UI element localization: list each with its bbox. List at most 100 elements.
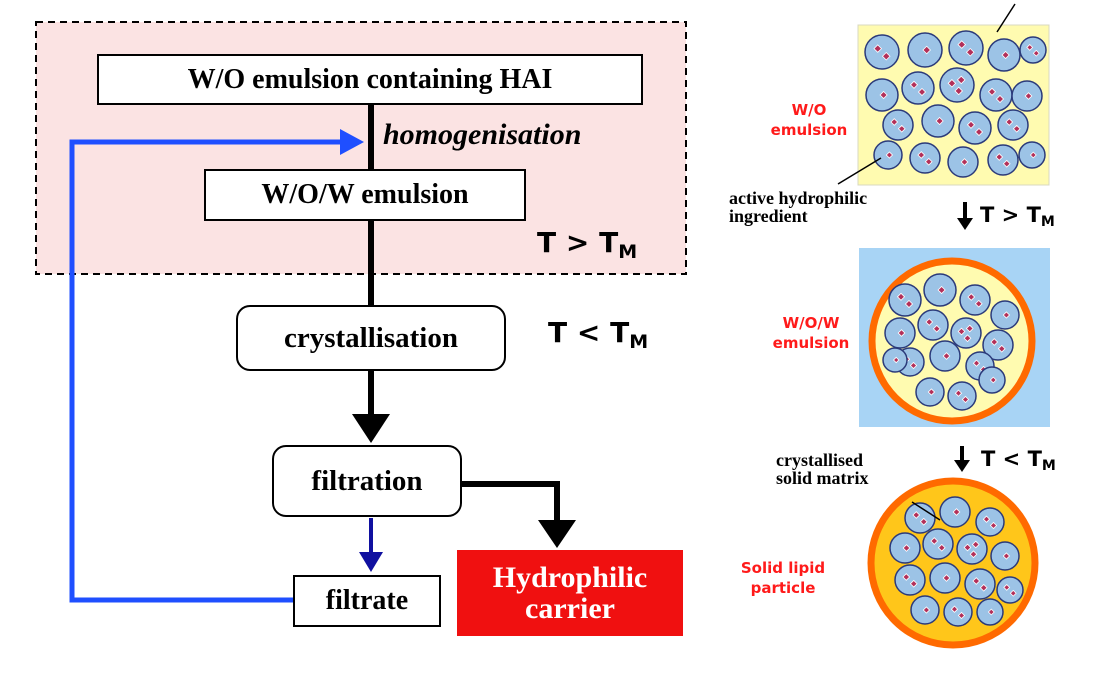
- water-droplet: [904, 502, 936, 534]
- cryst-line-2: solid matrix: [776, 468, 869, 488]
- hai-particle: [873, 44, 883, 53]
- water-droplet: [888, 283, 922, 317]
- hai-particle: [965, 47, 975, 57]
- crystallisation-label: crystallisation: [284, 321, 458, 354]
- hai-particle: [919, 517, 928, 526]
- cond-t: T: [548, 316, 568, 349]
- cond-op: <: [1002, 447, 1021, 471]
- hai-particle: [963, 334, 972, 343]
- hai-particle: [963, 543, 972, 552]
- water-droplet: [894, 564, 926, 596]
- hai-particle: [885, 151, 894, 159]
- crystallisation-box: crystallisation: [236, 305, 506, 371]
- wow-emulsion-box-label: W/O/W emulsion: [261, 179, 469, 210]
- cond-tm: T: [610, 316, 630, 349]
- water-droplet: [922, 528, 954, 560]
- hai-particle: [1002, 552, 1011, 560]
- cond-op: >: [1001, 203, 1020, 227]
- hai-particle: [896, 292, 906, 301]
- wow-emulsion-box: W/O/W emulsion: [204, 169, 526, 221]
- temp-arrow-2-head: [954, 460, 970, 472]
- condition-above-melting: T > TM: [537, 226, 637, 263]
- filtrate-label: filtrate: [325, 585, 409, 616]
- hai-particle: [1012, 124, 1021, 133]
- hai-particle: [1003, 583, 1011, 591]
- crystallised-matrix-label: crystallised solid matrix: [776, 451, 869, 487]
- hai-particle: [932, 324, 941, 333]
- hai-particle: [982, 515, 991, 523]
- cond-t: T: [981, 447, 996, 471]
- wo-label-line-1: W/O: [791, 101, 827, 119]
- water-droplet: [882, 109, 914, 141]
- hai-particle: [924, 157, 933, 166]
- hai-particle: [890, 118, 899, 126]
- cond-tm: T: [599, 226, 619, 259]
- hai-particle: [1009, 589, 1017, 597]
- hai-particle: [995, 153, 1004, 161]
- hai-particle: [937, 543, 946, 552]
- hai-particle: [995, 94, 1005, 104]
- wo-emulsion-label: W/O emulsion: [770, 100, 848, 141]
- water-droplet: [864, 34, 900, 70]
- hai-particle: [897, 124, 906, 133]
- oil-pointer-line: [996, 3, 1016, 33]
- hai-particle: [974, 299, 983, 308]
- hai-particle: [1026, 43, 1034, 51]
- cond-sub: M: [618, 241, 638, 263]
- water-droplet: [950, 317, 982, 349]
- wow-label-line-1: W/O/W: [782, 314, 840, 332]
- water-droplet: [959, 284, 991, 316]
- hai-particle: [961, 395, 970, 404]
- hai-particle: [930, 537, 939, 545]
- water-droplet: [997, 109, 1029, 141]
- hai-particle: [927, 388, 936, 396]
- hai-particle: [965, 324, 974, 333]
- hai-particle: [966, 120, 976, 129]
- panel-condition-below: T < TM: [981, 447, 1056, 474]
- hai-particle: [997, 344, 1006, 353]
- hai-particle: [987, 608, 995, 616]
- hai-particle: [897, 329, 906, 337]
- water-droplet: [909, 142, 941, 174]
- hai-particle: [942, 352, 951, 360]
- hai-particle: [879, 90, 888, 100]
- water-droplet: [964, 568, 996, 600]
- hai-particle: [967, 293, 976, 301]
- hai-particle: [909, 579, 918, 588]
- hai-particle: [881, 51, 891, 61]
- hai-particle: [922, 45, 932, 55]
- cryst-line-1: crystallised: [776, 450, 863, 470]
- hai-particle: [902, 573, 911, 581]
- water-droplet: [996, 576, 1024, 604]
- hai-particle: [904, 299, 914, 309]
- filtrate-arrowhead: [359, 552, 383, 572]
- water-droplet: [987, 144, 1019, 176]
- cond-op: >: [565, 226, 590, 259]
- water-droplet: [975, 507, 1005, 537]
- cond-sub: M: [1040, 214, 1055, 230]
- hai-particle: [952, 508, 961, 516]
- water-droplet: [901, 71, 935, 105]
- active-ingredient-label: active hydrophilic ingredient: [729, 189, 867, 225]
- hai-particle: [960, 158, 969, 166]
- wo-emulsion-box-label: W/O emulsion containing HAI: [187, 63, 553, 95]
- hai-particle: [917, 151, 926, 159]
- cond-t: T: [980, 203, 995, 227]
- hai-particle: [1001, 50, 1010, 60]
- hai-particle: [909, 361, 918, 370]
- hai-particle: [987, 87, 997, 96]
- hai-particle: [957, 327, 966, 336]
- water-droplet: [979, 78, 1013, 112]
- hai-pointer-line: [837, 157, 882, 185]
- hai-particle: [954, 389, 963, 397]
- hai-particle: [957, 40, 967, 49]
- filtration-to-carrier-line: [462, 481, 560, 522]
- hydrophilic-carrier-box: Hydrophilic carrier: [457, 550, 683, 636]
- filtrate-box: filtrate: [293, 575, 441, 627]
- hai-particle: [989, 376, 997, 384]
- hai-particle: [1032, 49, 1040, 57]
- hai-particle: [969, 550, 978, 559]
- carrier-arrowhead: [538, 520, 576, 548]
- water-droplet: [958, 111, 992, 145]
- cond-op: <: [576, 316, 601, 349]
